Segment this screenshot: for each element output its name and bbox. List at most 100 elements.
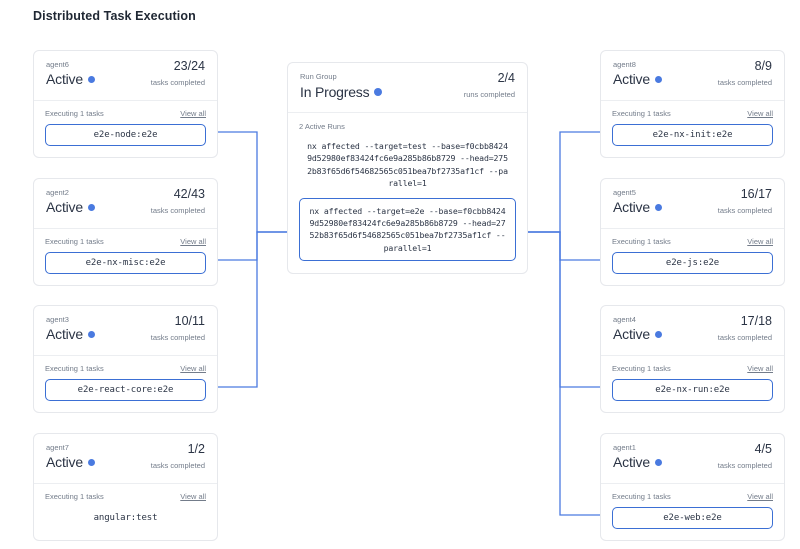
- view-all-link[interactable]: View all: [747, 109, 773, 118]
- agent-card-header: agent6 Active 23/24 tasks completed: [34, 51, 217, 101]
- tasks-count: 17/18: [718, 314, 772, 329]
- agent-status-text: Active: [613, 71, 650, 88]
- executing-row: Executing 1 tasks View all: [612, 364, 773, 373]
- agent-card-body: Executing 1 tasks View all e2e-nx-run:e2…: [601, 356, 784, 412]
- view-all-link[interactable]: View all: [747, 237, 773, 246]
- task-pill[interactable]: angular:test: [45, 507, 206, 529]
- runs-count-label: runs completed: [464, 89, 515, 100]
- agent-card-body: Executing 1 tasks View all e2e-web:e2e: [601, 484, 784, 540]
- agent-progress: 17/18 tasks completed: [718, 314, 772, 343]
- edge-agent6: [206, 132, 298, 232]
- tasks-count-label: tasks completed: [718, 77, 772, 88]
- run-group-progress: 2/4 runs completed: [464, 71, 515, 100]
- executing-label: Executing 1 tasks: [612, 237, 671, 246]
- agent-card-header: agent4 Active 17/18 tasks completed: [601, 306, 784, 356]
- view-all-link[interactable]: View all: [180, 109, 206, 118]
- executing-row: Executing 1 tasks View all: [45, 492, 206, 501]
- view-all-link[interactable]: View all: [180, 364, 206, 373]
- agent-card-agent7[interactable]: agent7 Active 1/2 tasks completed Execut…: [33, 433, 218, 541]
- agent-progress: 16/17 tasks completed: [718, 187, 772, 216]
- agent-card-body: Executing 1 tasks View all e2e-nx-init:e…: [601, 101, 784, 157]
- agent-progress: 23/24 tasks completed: [151, 59, 205, 88]
- agent-status-text: Active: [46, 71, 83, 88]
- agent-status-text: Active: [613, 326, 650, 343]
- task-pill[interactable]: e2e-nx-run:e2e: [612, 379, 773, 401]
- active-runs-label: 2 Active Runs: [299, 122, 516, 131]
- agent-status-text: Active: [46, 454, 83, 471]
- tasks-count-label: tasks completed: [151, 460, 205, 471]
- executing-row: Executing 1 tasks View all: [45, 364, 206, 373]
- tasks-count: 23/24: [151, 59, 205, 74]
- run-group-body: 2 Active Runs nx affected --target=test …: [288, 113, 527, 273]
- agent-status-text: Active: [613, 454, 650, 471]
- agent-progress: 4/5 tasks completed: [718, 442, 772, 471]
- status-dot-icon: [655, 204, 662, 211]
- task-pill[interactable]: e2e-web:e2e: [612, 507, 773, 529]
- view-all-link[interactable]: View all: [747, 492, 773, 501]
- executing-row: Executing 1 tasks View all: [45, 237, 206, 246]
- agent-card-header: agent3 Active 10/11 tasks completed: [34, 306, 217, 356]
- agent-card-header: agent7 Active 1/2 tasks completed: [34, 434, 217, 484]
- task-pill[interactable]: e2e-node:e2e: [45, 124, 206, 146]
- status-dot-icon: [88, 76, 95, 83]
- executing-label: Executing 1 tasks: [45, 109, 104, 118]
- agent-card-body: Executing 1 tasks View all e2e-node:e2e: [34, 101, 217, 157]
- agent-card-body: Executing 1 tasks View all e2e-nx-misc:e…: [34, 229, 217, 285]
- run-command-selected[interactable]: nx affected --target=e2e --base=f0cbb842…: [299, 198, 516, 262]
- executing-row: Executing 1 tasks View all: [612, 492, 773, 501]
- tasks-count-label: tasks completed: [151, 332, 205, 343]
- executing-label: Executing 1 tasks: [45, 237, 104, 246]
- executing-label: Executing 1 tasks: [612, 492, 671, 501]
- status-dot-icon: [655, 76, 662, 83]
- edge-agent1: [520, 232, 611, 515]
- task-pill[interactable]: e2e-react-core:e2e: [45, 379, 206, 401]
- executing-label: Executing 1 tasks: [612, 109, 671, 118]
- page-title: Distributed Task Execution: [33, 9, 196, 23]
- status-dot-icon: [88, 459, 95, 466]
- task-pill[interactable]: e2e-nx-misc:e2e: [45, 252, 206, 274]
- tasks-count-label: tasks completed: [151, 77, 205, 88]
- executing-row: Executing 1 tasks View all: [612, 109, 773, 118]
- agent-progress: 10/11 tasks completed: [151, 314, 205, 343]
- agent-card-header: agent5 Active 16/17 tasks completed: [601, 179, 784, 229]
- agent-card-agent1[interactable]: agent1 Active 4/5 tasks completed Execut…: [600, 433, 785, 541]
- status-dot-icon: [88, 204, 95, 211]
- edge-agent3: [206, 232, 298, 387]
- agent-status-text: Active: [613, 199, 650, 216]
- run-command[interactable]: nx affected --target=test --base=f0cbb84…: [299, 138, 516, 192]
- view-all-link[interactable]: View all: [747, 364, 773, 373]
- runs-count: 2/4: [464, 71, 515, 86]
- run-group-header: Run Group In Progress 2/4 runs completed: [288, 63, 527, 113]
- executing-row: Executing 1 tasks View all: [612, 237, 773, 246]
- edge-agent4: [520, 232, 611, 387]
- edge-agent8: [520, 132, 611, 232]
- tasks-count: 1/2: [151, 442, 205, 457]
- tasks-count-label: tasks completed: [718, 332, 772, 343]
- executing-label: Executing 1 tasks: [45, 492, 104, 501]
- run-group-status-text: In Progress: [300, 83, 369, 101]
- agent-card-header: agent2 Active 42/43 tasks completed: [34, 179, 217, 229]
- agent-card-agent8[interactable]: agent8 Active 8/9 tasks completed Execut…: [600, 50, 785, 158]
- agent-card-agent6[interactable]: agent6 Active 23/24 tasks completed Exec…: [33, 50, 218, 158]
- agent-card-body: Executing 1 tasks View all angular:test: [34, 484, 217, 540]
- edge-agent5: [520, 232, 611, 260]
- view-all-link[interactable]: View all: [180, 492, 206, 501]
- tasks-count: 8/9: [718, 59, 772, 74]
- agent-progress: 1/2 tasks completed: [151, 442, 205, 471]
- tasks-count-label: tasks completed: [718, 460, 772, 471]
- tasks-count-label: tasks completed: [718, 205, 772, 216]
- agent-card-body: Executing 1 tasks View all e2e-js:e2e: [601, 229, 784, 285]
- agent-card-agent2[interactable]: agent2 Active 42/43 tasks completed Exec…: [33, 178, 218, 286]
- agent-card-agent3[interactable]: agent3 Active 10/11 tasks completed Exec…: [33, 305, 218, 413]
- agent-progress: 42/43 tasks completed: [151, 187, 205, 216]
- executing-row: Executing 1 tasks View all: [45, 109, 206, 118]
- task-pill[interactable]: e2e-js:e2e: [612, 252, 773, 274]
- view-all-link[interactable]: View all: [180, 237, 206, 246]
- run-group-card[interactable]: Run Group In Progress 2/4 runs completed…: [287, 62, 528, 274]
- agent-card-header: agent1 Active 4/5 tasks completed: [601, 434, 784, 484]
- task-pill[interactable]: e2e-nx-init:e2e: [612, 124, 773, 146]
- agent-card-agent5[interactable]: agent5 Active 16/17 tasks completed Exec…: [600, 178, 785, 286]
- status-dot-icon: [374, 88, 382, 96]
- agent-card-header: agent8 Active 8/9 tasks completed: [601, 51, 784, 101]
- agent-card-agent4[interactable]: agent4 Active 17/18 tasks completed Exec…: [600, 305, 785, 413]
